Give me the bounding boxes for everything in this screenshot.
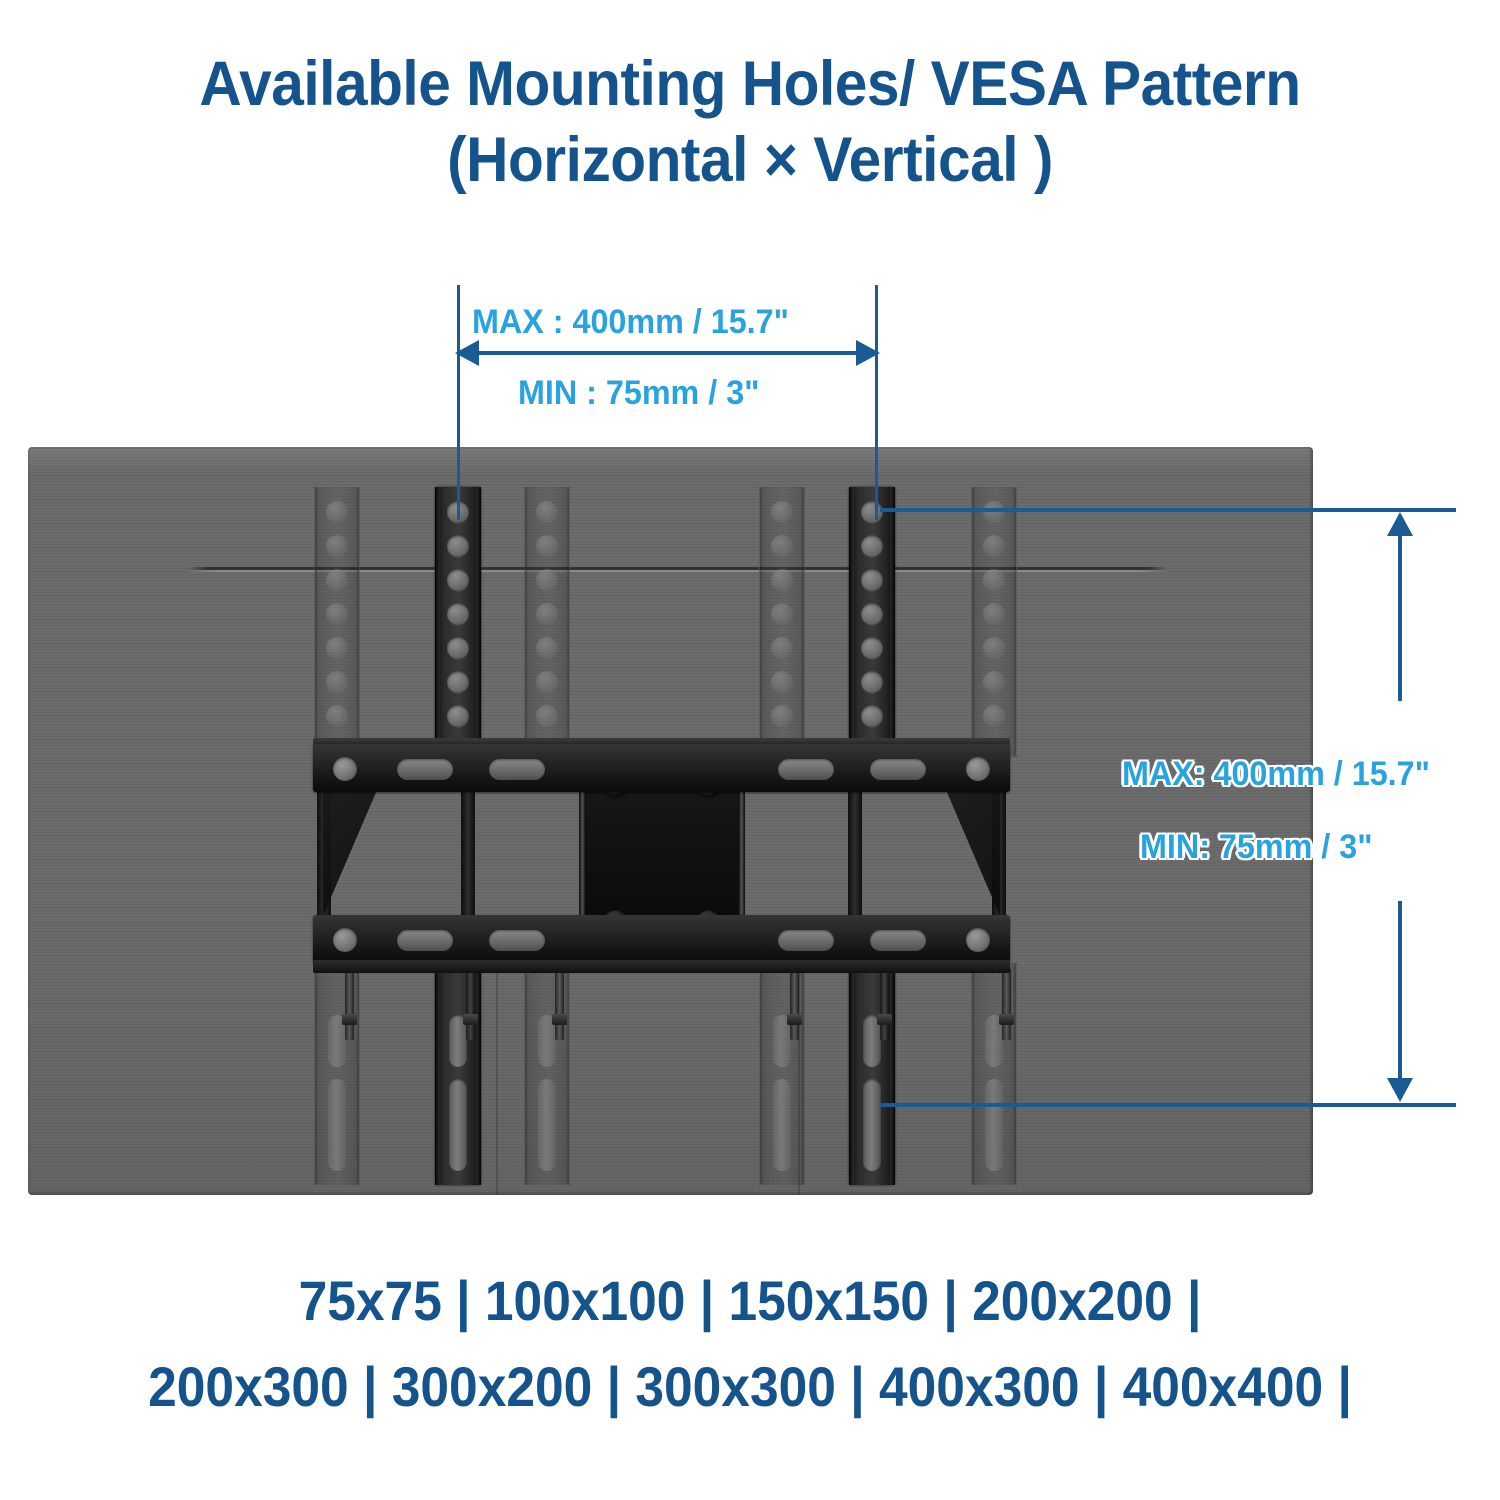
dim-arrow-line-horizontal [472,351,864,355]
bracket-gusset-right [946,790,1000,916]
panel-vertical-seam-right [798,947,800,1195]
bolt-stub-4 [787,968,802,1040]
vesa-pattern-row-2: 200x300 | 300x200 | 300x300 | 400x300 | … [148,1355,1352,1418]
rail-1-upper [314,487,360,757]
rail-6-upper [971,487,1017,757]
bolt-stub-2 [463,968,478,1040]
dim-arrowhead-down [1387,1078,1413,1102]
bracket-gusset-left [323,790,377,916]
mount-bracket [313,744,1010,963]
dim-extension-right [875,285,878,520]
center-plate-edge-left [579,757,586,950]
bracket-bar-top [313,744,1010,792]
dim-arrow-line-vertical-top [1398,534,1402,701]
vesa-pattern-list: 75x75 | 100x100 | 150x150 | 200x200 | 20… [0,1258,1500,1430]
rail-2-lower [435,963,481,1185]
panel-seam-line [188,567,1168,572]
page-title: Available Mounting Holes/ VESA Pattern (… [0,46,1500,198]
bracket-bottom-lip [313,960,1010,973]
bolt-stub-5 [877,968,892,1040]
panel-vertical-seam-left [496,947,498,1195]
bracket-web-inner-left [461,788,475,919]
rail-2-upper [435,487,481,757]
dim-leader-line-bottom [880,1103,1456,1107]
bracket-bar-bottom [313,915,1010,963]
title-line-1: Available Mounting Holes/ VESA Pattern [199,49,1301,119]
center-plate-edge-right [738,757,745,950]
rail-4-upper [759,487,805,757]
vertical-min-label: MIN: 75mm / 3" [1140,828,1373,866]
dim-leader-line-top [880,508,1456,512]
bolt-stub-3 [552,968,567,1040]
dim-arrowhead-left [455,340,479,366]
dim-arrowhead-up [1387,512,1413,536]
bolt-stub-1 [342,968,357,1040]
bolt-stub-6 [999,968,1014,1040]
dim-arrow-line-vertical-bottom [1398,901,1402,1081]
vesa-pattern-row-1: 75x75 | 100x100 | 150x150 | 200x200 | [298,1269,1202,1332]
bracket-web-inner-right [848,788,862,919]
rail-5-upper [849,487,895,757]
dim-extension-left [457,285,460,520]
horizontal-min-label: MIN : 75mm / 3" [518,374,760,412]
dim-arrowhead-right [856,340,880,366]
rail-3-upper [524,487,570,757]
vertical-max-label: MAX: 400mm / 15.7" [1122,755,1430,793]
title-line-2: (Horizontal × Vertical ) [447,125,1053,195]
horizontal-max-label: MAX : 400mm / 15.7" [472,303,789,341]
